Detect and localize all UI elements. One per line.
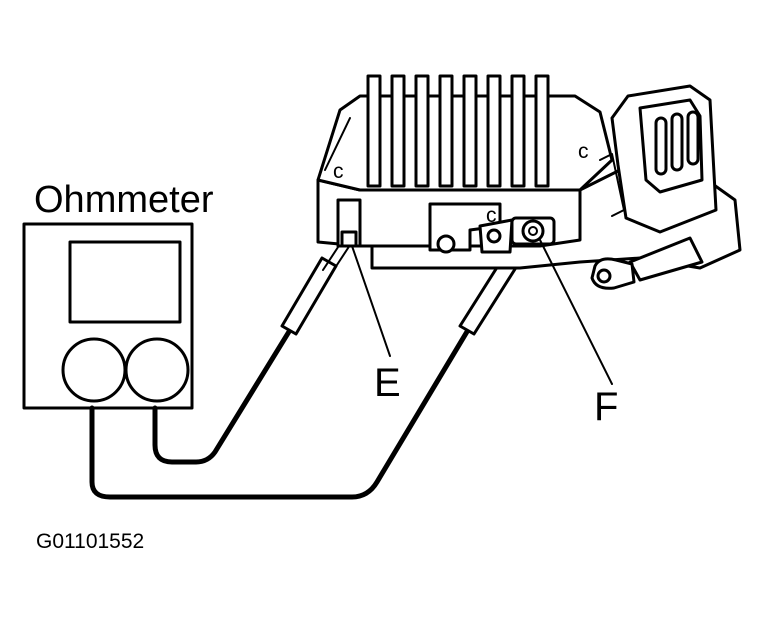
svg-text:c: c	[578, 140, 589, 163]
connector-plug	[599, 84, 718, 234]
voltage-regulator: c c c	[316, 74, 742, 385]
ohmmeter	[22, 222, 194, 410]
ohmmeter-jack-left	[61, 337, 127, 403]
figure-code: G01101552	[36, 530, 144, 553]
ring-terminal	[590, 236, 704, 290]
terminal-f	[521, 219, 545, 243]
ohmmeter-jack-right	[124, 337, 190, 403]
heat-sink-fins	[366, 74, 550, 188]
svg-text:c: c	[486, 204, 497, 227]
terminal-e-label: E	[374, 361, 401, 405]
ohmmeter-display	[68, 240, 182, 324]
bolt-hole-left	[436, 234, 456, 254]
lead-e-probe	[280, 237, 353, 336]
lead-f-wire	[89, 327, 471, 500]
lead-e-wire	[152, 327, 293, 465]
terminal-e	[340, 230, 358, 248]
ohmmeter-label: Ohmmeter	[34, 179, 214, 221]
svg-text:c: c	[333, 160, 344, 183]
pointer-e	[351, 245, 391, 357]
pointer-f	[539, 239, 613, 385]
terminal-f-label: F	[594, 385, 618, 429]
